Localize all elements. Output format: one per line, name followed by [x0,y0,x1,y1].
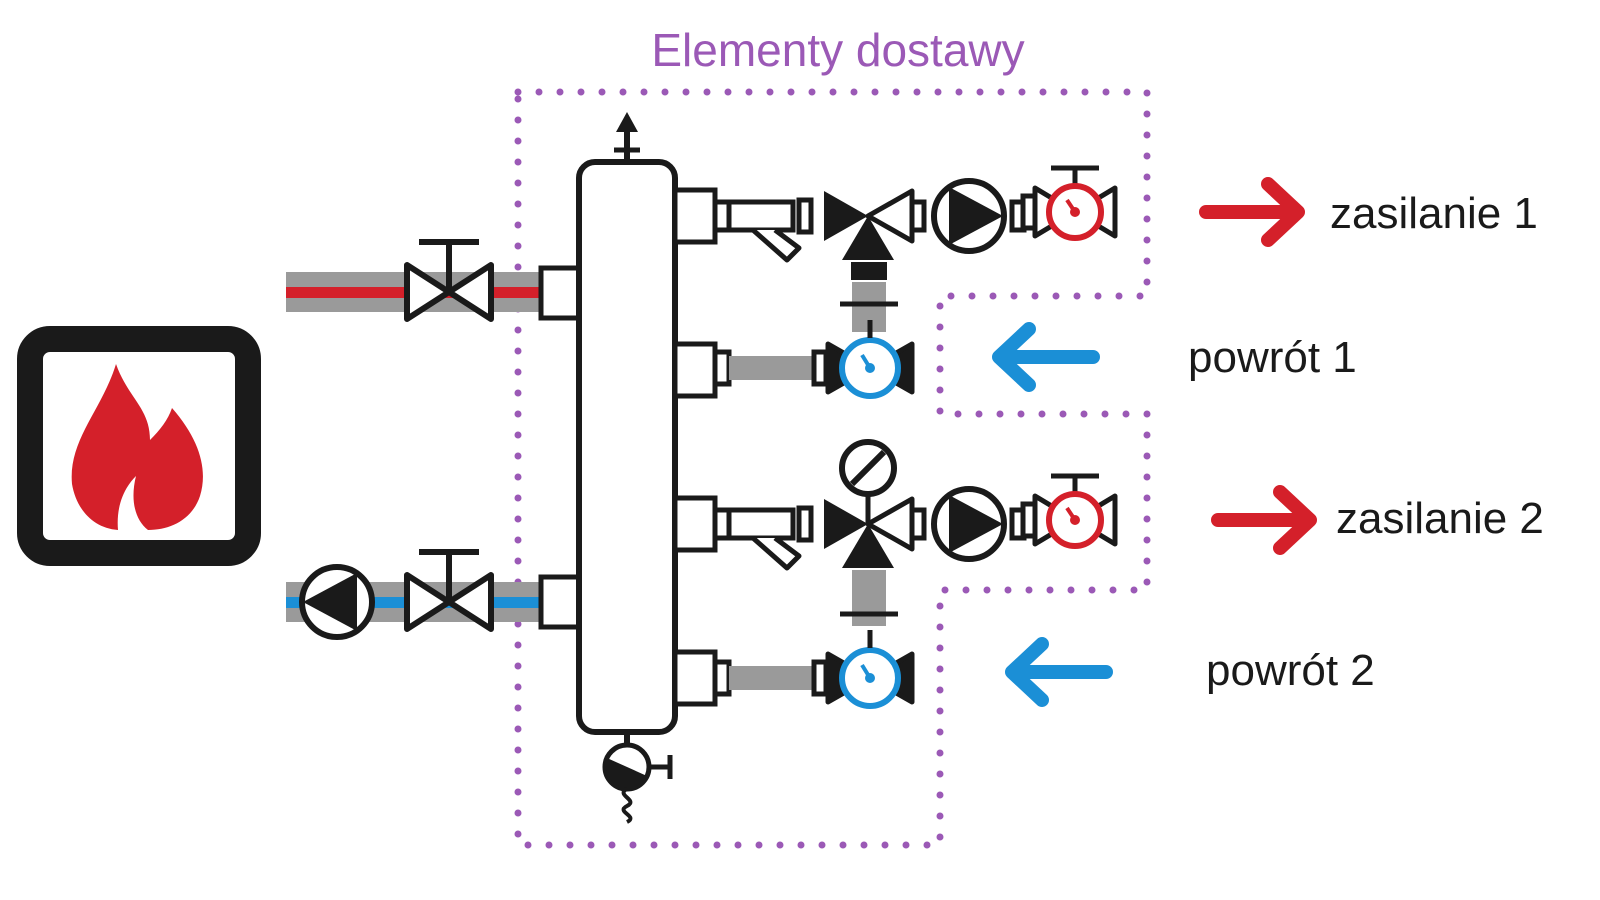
shutoff-valve-icon [404,239,494,322]
circuit-1-return [712,320,915,399]
strainer-icon [715,200,811,260]
shutoff-valve-icon [404,549,494,632]
label-supply-2: zasilanie 2 [1336,494,1544,543]
air-vent-icon [614,112,640,162]
ball-valve-thermometer-icon [1020,165,1118,241]
label-return-1: powrót 1 [1188,333,1357,382]
circulation-pump-icon [934,489,1004,559]
delivery-boundary [514,88,1151,849]
label-supply-1: zasilanie 1 [1330,189,1538,238]
strainer-icon [715,508,811,568]
drain-valve-icon [602,732,673,824]
circuit-2-supply [715,439,1118,568]
circulation-pump-icon [934,181,1004,251]
circulation-pump-icon [299,564,375,640]
three-way-mixing-valve-icon [824,494,915,568]
flow-arrow-icon [992,177,1317,707]
ball-valve-thermometer-icon [1020,473,1118,549]
actuator-icon [839,439,897,497]
hydraulic-separator-icon [538,159,718,735]
ball-valve-thermometer-icon [811,320,915,399]
boiler-flame-icon [71,364,203,530]
label-return-2: powrót 2 [1206,646,1375,695]
three-way-mixing-valve-icon [824,188,915,260]
circuit-1-supply [715,165,1118,280]
boiler [17,326,261,566]
diagram-title: Elementy dostawy [651,24,1024,76]
ball-valve-thermometer-icon [811,630,915,709]
circuit-2-return [712,630,915,709]
